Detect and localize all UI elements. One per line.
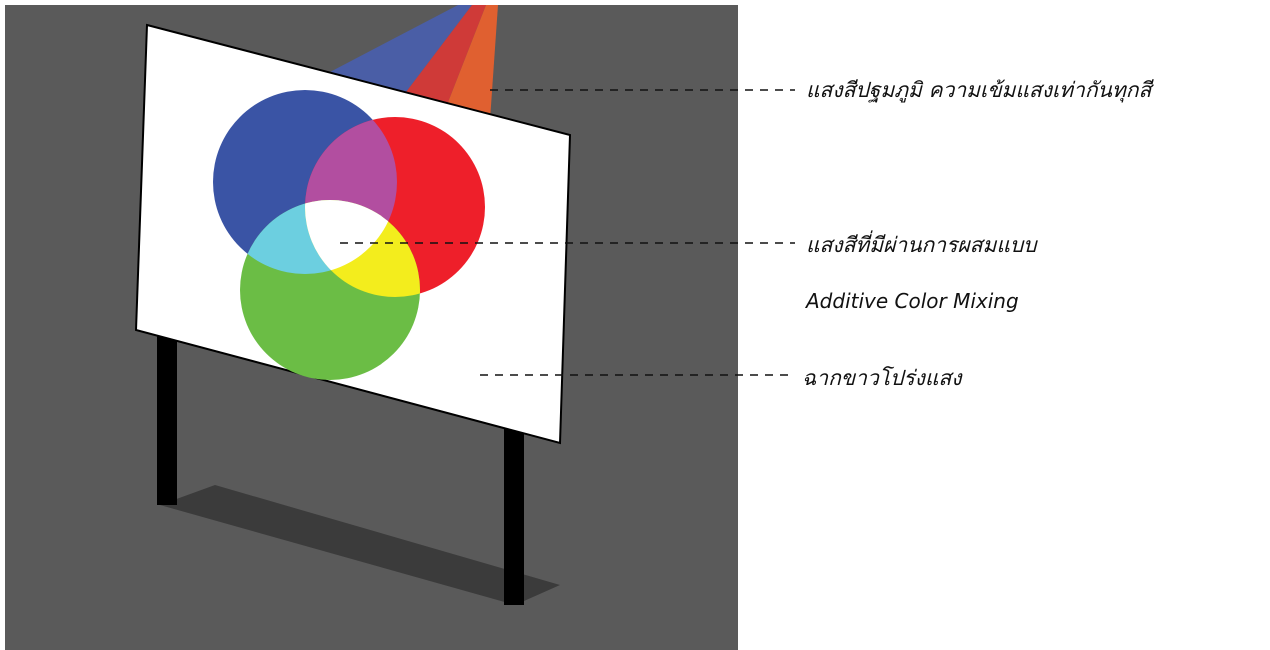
left-post [157,335,177,505]
red-light-beam [400,5,486,110]
label-primary-light: แสงสีปฐมภูมิ ความเข้มแสงเท่ากันทุกสี [806,78,1152,102]
label-additive-mixing: Additive Color Mixing [806,289,1019,313]
orange-light-beam [445,5,498,120]
label-mixed-light: แสงสีที่มีผ่านการผสมแบบ [806,233,1037,257]
label-screen: ฉากขาวโปร่งแสง [802,366,962,390]
board-shadow [160,485,560,605]
right-post [504,425,524,605]
blue-light-beam [330,5,472,100]
